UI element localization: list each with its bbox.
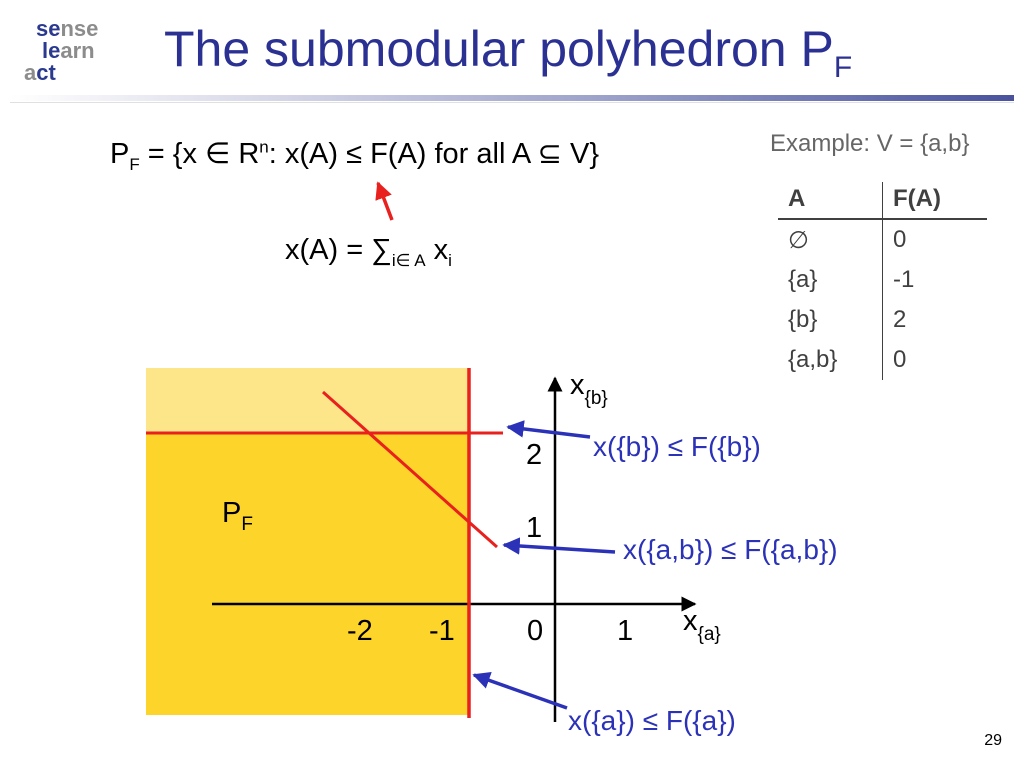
def-p-sub: F bbox=[129, 154, 140, 174]
table-row: {b} 2 bbox=[778, 300, 987, 340]
constraint-label-a: x({a}) ≤ F({a}) bbox=[568, 705, 736, 736]
table-cell-set: {b} bbox=[778, 300, 883, 340]
logo-line-act: act bbox=[24, 62, 56, 84]
table-row: {a,b} 0 bbox=[778, 340, 987, 380]
pointer-arrow-a bbox=[472, 672, 568, 710]
table-header-fa: F(A) bbox=[882, 182, 987, 220]
y-tick-label: 2 bbox=[526, 439, 542, 471]
polyhedron-region-top bbox=[146, 434, 469, 530]
def-p: P bbox=[110, 138, 130, 170]
x-tick-label: -2 bbox=[347, 615, 373, 647]
table-cell-value: 2 bbox=[893, 306, 907, 333]
x-tick-label: 1 bbox=[617, 615, 633, 647]
def-sup: n bbox=[259, 137, 269, 157]
sum-left: x(A) = ∑ bbox=[285, 234, 392, 266]
def-rest: : x(A) ≤ F(A) for all A ⊆ V} bbox=[268, 138, 600, 170]
table-header-row: A F(A) bbox=[778, 182, 987, 220]
pointer-arrow-ab bbox=[502, 537, 616, 555]
sum-formula: x(A) = ∑i∈ A xi bbox=[285, 234, 452, 271]
example-label: Example: V = {a,b} bbox=[770, 130, 970, 157]
table-row: {a} -1 bbox=[778, 260, 987, 300]
logo-learn-prefix: le bbox=[42, 38, 61, 63]
polyhedron-region bbox=[146, 434, 469, 715]
title-rule bbox=[10, 95, 1014, 101]
logo-act-suffix: ct bbox=[36, 60, 56, 85]
constraint-label-ab: x({a,b}) ≤ F({a,b}) bbox=[623, 534, 838, 565]
slide-title: The submodular polyhedron PF bbox=[164, 20, 852, 85]
table-row: ∅0 bbox=[778, 219, 987, 260]
pointer-arrow-b bbox=[506, 420, 591, 439]
title-rule-line bbox=[10, 102, 1014, 103]
set-function-table: A F(A) ∅0 {a}-1 {b}2 {a,b}0 bbox=[778, 182, 987, 380]
polyhedron-definition: PF = {x ∈ Rn: x(A) ≤ F(A) for all A ⊆ V} bbox=[110, 136, 599, 175]
page-number: 29 bbox=[984, 732, 1002, 749]
logo-line-sense: sense bbox=[36, 18, 98, 40]
x-axis-label: x{a} bbox=[683, 605, 721, 645]
table-header-a: A bbox=[778, 182, 883, 220]
x-tick-label: 0 bbox=[527, 615, 543, 647]
sum-x-sub: i bbox=[448, 250, 452, 270]
y-tick-label: 1 bbox=[526, 512, 542, 544]
table-cell-set: ∅ bbox=[778, 219, 883, 260]
title-sub: F bbox=[833, 51, 853, 84]
y-axis-label: x{b} bbox=[570, 369, 608, 409]
table-cell-value: 0 bbox=[893, 226, 907, 253]
table-cell-value: 0 bbox=[893, 346, 907, 373]
constraint-label-b: x({b}) ≤ F({b}) bbox=[593, 431, 761, 462]
logo-sense-prefix: se bbox=[36, 16, 61, 41]
unbounded-region-light bbox=[146, 368, 469, 434]
title-main: The submodular polyhedron P bbox=[164, 21, 834, 77]
logo-learn-suffix: arn bbox=[60, 38, 95, 63]
table-cell-set: {a,b} bbox=[778, 340, 883, 380]
constraint-line-ab bbox=[322, 390, 498, 549]
table-cell-value: -1 bbox=[893, 266, 915, 293]
formula-pointer-arrow bbox=[375, 181, 394, 221]
sum-sub: i∈ A bbox=[391, 250, 426, 270]
logo-line-learn: learn bbox=[42, 40, 95, 62]
def-eq: = {x ∈ R bbox=[139, 138, 260, 170]
logo: sense learn act bbox=[22, 18, 122, 90]
sum-x: x bbox=[425, 234, 449, 266]
region-label: PF bbox=[222, 497, 253, 535]
logo-sense-suffix: nse bbox=[60, 16, 99, 41]
table-cell-set: {a} bbox=[778, 260, 883, 300]
logo-act-prefix: a bbox=[24, 60, 37, 85]
x-tick-label: -1 bbox=[429, 615, 455, 647]
